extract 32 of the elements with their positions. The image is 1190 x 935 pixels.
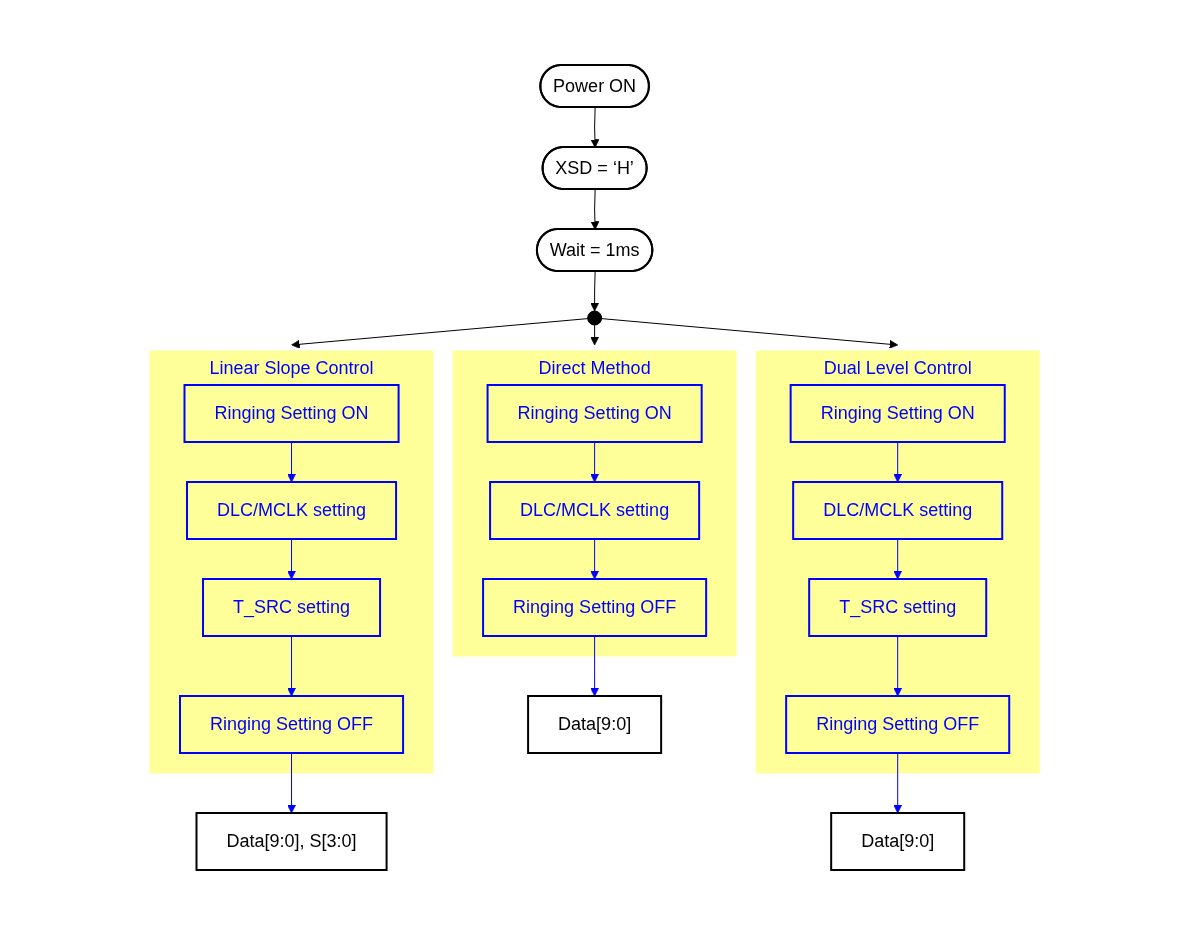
arrow xyxy=(893,441,903,483)
node-box: Ringing Setting OFF xyxy=(482,578,708,637)
arrow xyxy=(590,538,600,580)
node-box: DLC/MCLK setting xyxy=(792,481,1004,540)
node-box: Data[9:0], S[3:0] xyxy=(195,812,388,871)
node-box: Ringing Setting ON xyxy=(486,384,704,443)
node-box: DLC/MCLK setting xyxy=(186,481,398,540)
arrow xyxy=(590,441,600,483)
arrow xyxy=(893,752,903,814)
arrow xyxy=(590,189,600,230)
arrow xyxy=(601,318,899,349)
node-box: Ringing Setting ON xyxy=(790,384,1007,443)
node-box: Ringing Setting OFF xyxy=(179,695,405,754)
arrow xyxy=(893,538,903,580)
arrow xyxy=(287,538,297,580)
node-box: T_SRC setting xyxy=(808,578,988,637)
node-box: Data[9:0] xyxy=(830,812,966,871)
arrow xyxy=(287,752,297,814)
arrow xyxy=(287,441,297,483)
node-box: Ringing Setting ON xyxy=(183,384,400,443)
node-box: Data[9:0] xyxy=(527,695,663,754)
node-box: Ringing Setting OFF xyxy=(785,695,1011,754)
node-box: DLC/MCLK setting xyxy=(489,481,701,540)
arrow xyxy=(287,635,297,697)
node-box: T_SRC setting xyxy=(202,578,382,637)
arrow xyxy=(590,271,600,312)
arrow xyxy=(590,107,600,148)
node-circle xyxy=(587,310,603,326)
arrow xyxy=(291,318,589,349)
arrow xyxy=(893,635,903,697)
arrow xyxy=(590,324,600,346)
arrow xyxy=(590,635,600,697)
